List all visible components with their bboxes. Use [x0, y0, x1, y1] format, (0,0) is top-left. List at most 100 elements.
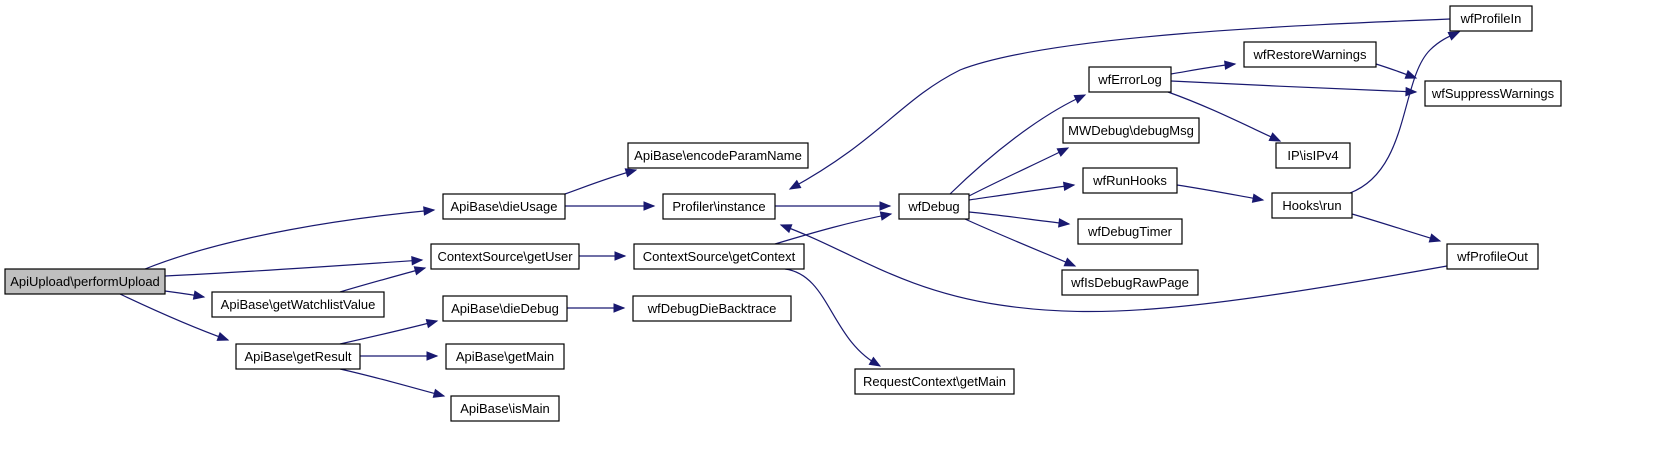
- node-wfIsDebugRawPage[interactable]: wfIsDebugRawPage: [1061, 269, 1199, 296]
- edge-getContext-to-wfDebug: [774, 211, 893, 245]
- node-label: ApiBase\dieDebug: [451, 301, 559, 316]
- arrowhead-icon: [614, 251, 627, 261]
- edge-performUpload-to-getWatchlistValue: [164, 290, 206, 300]
- arrowhead-icon: [1073, 94, 1087, 104]
- arrowhead-icon: [1428, 233, 1442, 243]
- edge-wfRestoreWarnings-to-wfSuppressWarnings: [1375, 63, 1418, 79]
- node-box: [1424, 80, 1562, 107]
- node-box: [898, 193, 970, 220]
- node-wfProfileIn[interactable]: wfProfileIn: [1449, 5, 1533, 32]
- node-getMain[interactable]: ApiBase\getMain: [445, 343, 565, 370]
- arrowhead-icon: [879, 211, 893, 221]
- node-label: wfRestoreWarnings: [1253, 47, 1367, 62]
- node-label: ContextSource\getContext: [643, 249, 796, 264]
- node-label: MWDebug\debugMsg: [1068, 123, 1194, 138]
- node-box: [1082, 167, 1178, 194]
- arrowhead-icon: [613, 303, 626, 313]
- node-wfDebug[interactable]: wfDebug: [898, 193, 970, 220]
- edge-line: [564, 169, 637, 195]
- node-wfSuppressWarnings[interactable]: wfSuppressWarnings: [1424, 80, 1562, 107]
- node-getWatchlistValue[interactable]: ApiBase\getWatchlistValue: [211, 291, 385, 318]
- node-requestContextGetMain[interactable]: RequestContext\getMain: [854, 368, 1015, 395]
- edge-dieUsage-to-profilerInstance: [565, 201, 656, 211]
- node-box: [445, 343, 565, 370]
- node-label: ApiBase\getWatchlistValue: [221, 297, 376, 312]
- node-getContext[interactable]: ContextSource\getContext: [633, 243, 805, 270]
- edge-profilerInstance-to-wfDebug: [775, 201, 892, 211]
- node-debugMsg[interactable]: MWDebug\debugMsg: [1062, 117, 1200, 144]
- edge-line: [1170, 80, 1417, 93]
- edge-wfProfileIn-to-profilerInstance: [788, 18, 1451, 190]
- arrowhead-icon: [868, 356, 882, 367]
- node-box: [442, 193, 566, 220]
- node-dieDebug[interactable]: ApiBase\dieDebug: [442, 295, 568, 322]
- edge-line: [949, 94, 1086, 195]
- node-box: [1446, 243, 1539, 270]
- arrowhead-icon: [1404, 69, 1418, 79]
- edge-line: [964, 218, 1076, 267]
- node-box: [430, 243, 580, 270]
- node-wfProfileOut[interactable]: wfProfileOut: [1446, 243, 1539, 270]
- edge-getUser-to-getContext: [579, 251, 627, 261]
- node-profilerInstance[interactable]: Profiler\instance: [662, 193, 776, 220]
- edge-wfRunHooks-to-hooksRun: [1176, 184, 1265, 203]
- node-getUser[interactable]: ContextSource\getUser: [430, 243, 580, 270]
- node-wfErrorLog[interactable]: wfErrorLog: [1088, 66, 1172, 93]
- node-label: Hooks\run: [1282, 198, 1341, 213]
- edge-wfDebug-to-wfDebugTimer: [968, 211, 1071, 228]
- edge-line: [780, 224, 1448, 313]
- node-box: [1088, 66, 1172, 93]
- edge-getContext-to-requestContextGetMain: [784, 268, 882, 367]
- edge-wfDebug-to-debugMsg: [968, 147, 1070, 197]
- edge-wfDebug-to-wfRunHooks: [968, 181, 1076, 201]
- node-box: [235, 343, 361, 370]
- edge-getResult-to-getMain: [360, 351, 439, 361]
- node-dieUsage[interactable]: ApiBase\dieUsage: [442, 193, 566, 220]
- edge-wfDebug-to-wfErrorLog: [949, 94, 1087, 195]
- edge-line: [339, 320, 438, 345]
- node-box: [633, 243, 805, 270]
- arrowhead-icon: [788, 179, 802, 190]
- node-box: [627, 142, 809, 169]
- node-wfDebugTimer[interactable]: wfDebugTimer: [1077, 218, 1183, 245]
- node-wfRestoreWarnings[interactable]: wfRestoreWarnings: [1243, 41, 1377, 68]
- node-label: Profiler\instance: [672, 199, 765, 214]
- edge-wfDebug-to-wfIsDebugRawPage: [964, 218, 1077, 267]
- edge-line: [1167, 91, 1281, 142]
- arrowhead-icon: [779, 224, 793, 234]
- node-encodeParamName[interactable]: ApiBase\encodeParamName: [627, 142, 809, 169]
- node-box: [442, 295, 568, 322]
- node-wfDebugDieBacktrace[interactable]: wfDebugDieBacktrace: [632, 295, 792, 322]
- arrowhead-icon: [411, 255, 424, 266]
- arrowhead-icon: [1063, 257, 1077, 267]
- node-box: [450, 395, 560, 422]
- node-hooksRun[interactable]: Hooks\run: [1271, 192, 1353, 219]
- arrowhead-icon: [1062, 181, 1076, 192]
- node-wfRunHooks[interactable]: wfRunHooks: [1082, 167, 1178, 194]
- node-isIPv4[interactable]: IP\isIPv4: [1275, 142, 1351, 169]
- node-label: ApiBase\isMain: [460, 401, 550, 416]
- edge-wfErrorLog-to-isIPv4: [1167, 91, 1282, 142]
- edge-performUpload-to-getUser: [164, 255, 424, 277]
- arrowhead-icon: [1268, 132, 1282, 142]
- node-getResult[interactable]: ApiBase\getResult: [235, 343, 361, 370]
- edge-line: [144, 209, 435, 270]
- edge-getWatchlistValue-to-getUser: [339, 266, 427, 293]
- node-isMain[interactable]: ApiBase\isMain: [450, 395, 560, 422]
- arrowhead-icon: [426, 351, 439, 361]
- edge-line: [968, 184, 1075, 201]
- arrowhead-icon: [432, 388, 446, 398]
- edge-hooksRun-to-wfProfileOut: [1351, 213, 1442, 243]
- arrowhead-icon: [192, 290, 206, 300]
- node-performUpload[interactable]: ApiUpload\performUpload: [4, 268, 166, 295]
- node-label: ApiBase\getMain: [456, 349, 554, 364]
- edge-line: [789, 18, 1451, 190]
- node-label: RequestContext\getMain: [863, 374, 1006, 389]
- edge-wfProfileOut-to-profilerInstance: [779, 224, 1448, 313]
- node-label: ApiBase\getResult: [245, 349, 352, 364]
- edge-dieDebug-to-wfDebugDieBacktrace: [567, 303, 626, 313]
- edge-getResult-to-dieDebug: [339, 319, 439, 345]
- node-label: wfErrorLog: [1097, 72, 1162, 87]
- node-label: wfDebugDieBacktrace: [647, 301, 777, 316]
